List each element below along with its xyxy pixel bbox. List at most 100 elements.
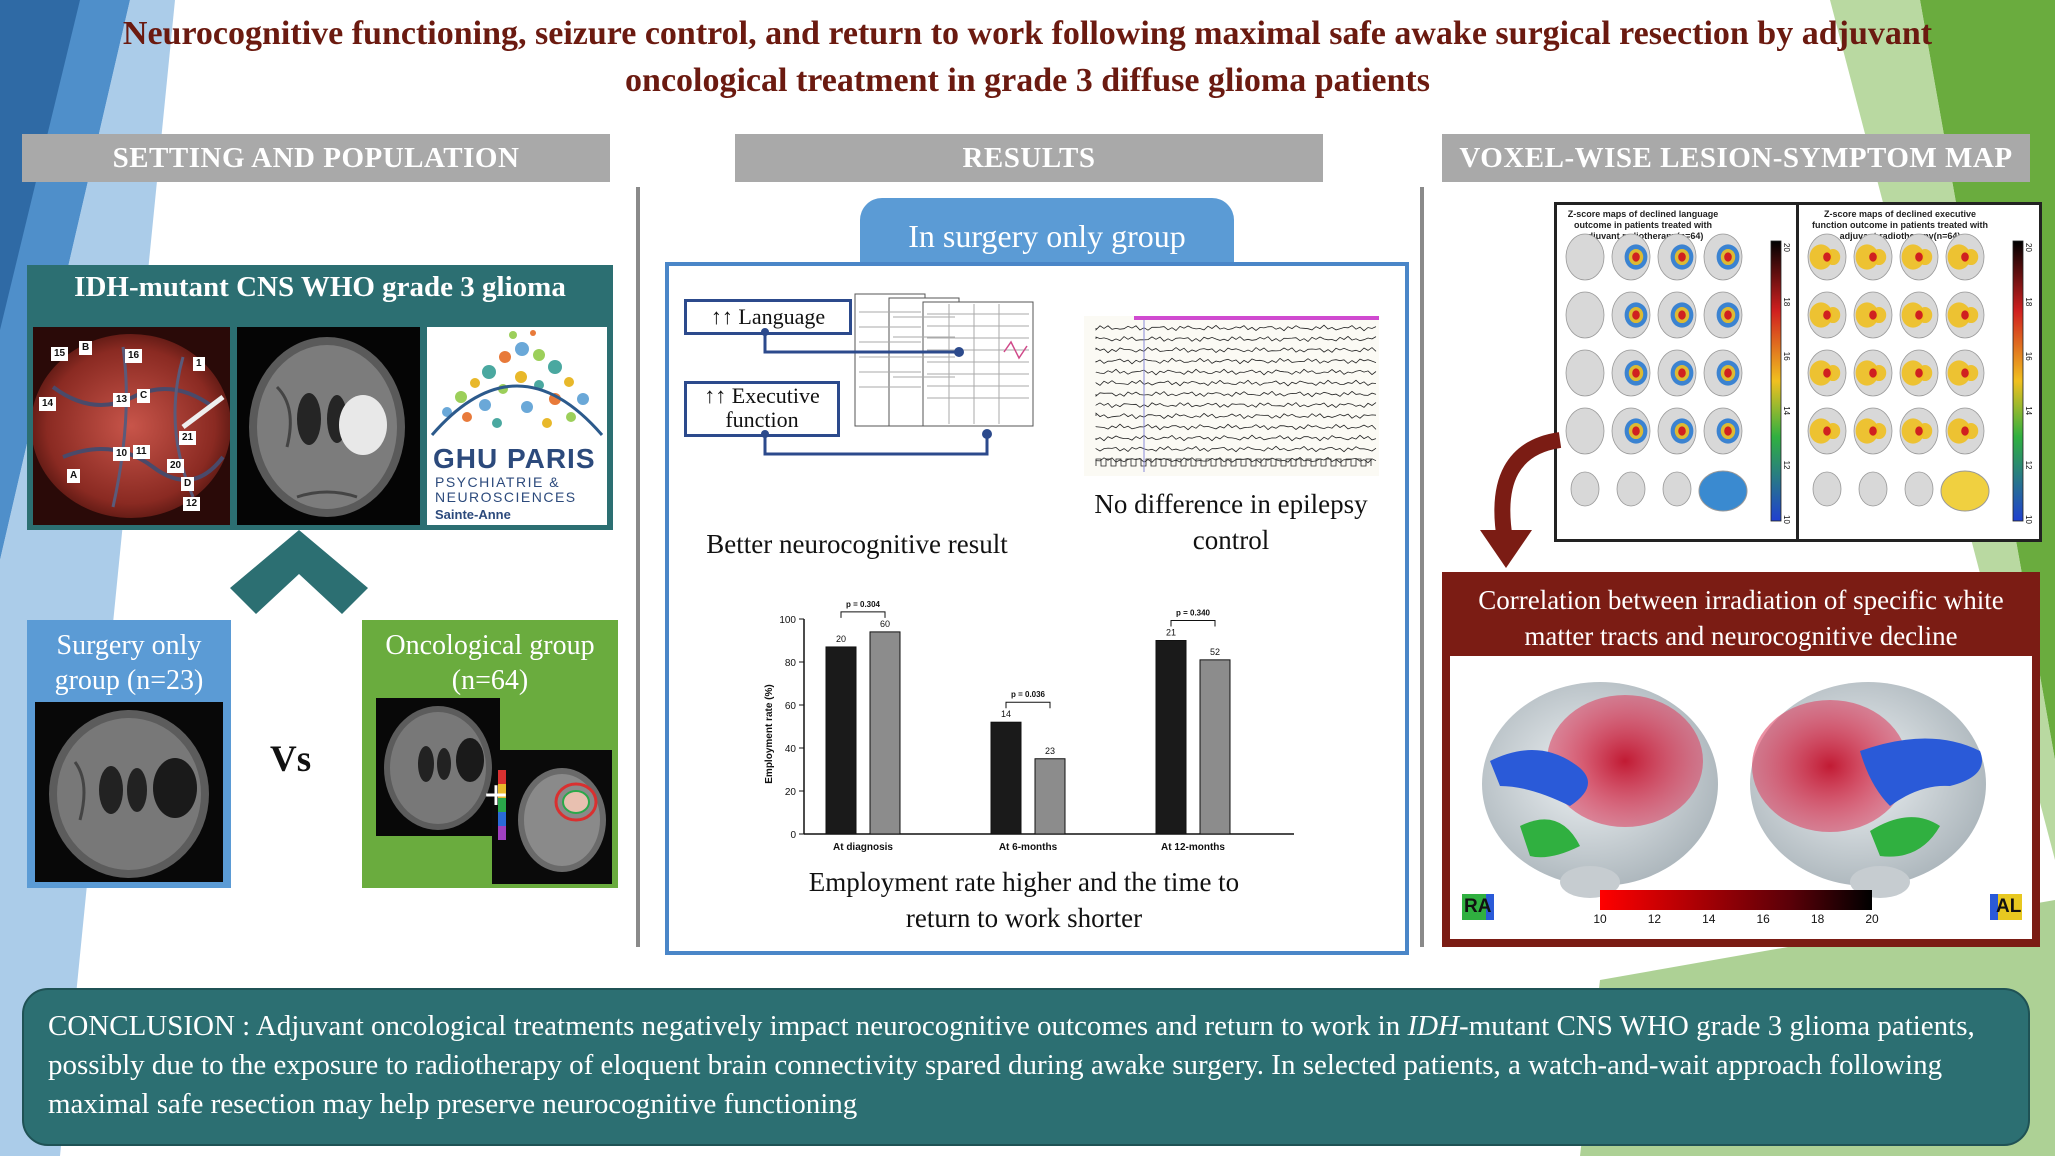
p-value-label: p = 0.036 bbox=[1011, 690, 1046, 699]
plus-sign-icon: + bbox=[484, 773, 508, 819]
mri-axial-preop bbox=[237, 327, 420, 525]
correlation-scale-tick: 18 bbox=[1810, 912, 1825, 926]
results-panel: ↑↑ Language ↑↑ Executive function Better… bbox=[665, 262, 1409, 955]
correlation-scale-tick: 20 bbox=[1865, 912, 1879, 926]
bar-count-label: 60 bbox=[880, 619, 890, 629]
bar bbox=[1155, 640, 1187, 835]
language-label: ↑↑ Language bbox=[684, 299, 852, 335]
y-tick-label: 0 bbox=[790, 830, 796, 841]
bar bbox=[825, 646, 857, 835]
split-arrow-icon bbox=[230, 530, 368, 614]
column-divider-right bbox=[1420, 187, 1424, 947]
executive-zscore-map: Z-score maps of declined executive funct… bbox=[1796, 202, 2042, 542]
correlation-scale-tick: 16 bbox=[1756, 912, 1770, 926]
map-scale-tick: 18 bbox=[1782, 297, 1791, 306]
map-scale-tick: 14 bbox=[1782, 406, 1791, 415]
epilepsy-caption: No difference in epilepsy control bbox=[1094, 489, 1368, 555]
neuro-test-sheets bbox=[854, 293, 1034, 427]
electrode-tag: 1 bbox=[193, 357, 205, 371]
y-tick-label: 100 bbox=[779, 615, 796, 626]
bar-count-label: 21 bbox=[1166, 628, 1176, 638]
map-scale-tick: 12 bbox=[1782, 461, 1791, 470]
y-tick-label: 40 bbox=[785, 744, 797, 755]
bar-count-label: 23 bbox=[1045, 746, 1055, 756]
y-tick-label: 80 bbox=[785, 658, 797, 669]
correlation-scale-tick: 12 bbox=[1647, 912, 1662, 926]
conclusion-box: CONCLUSION : Adjuvant oncological treatm… bbox=[22, 988, 2030, 1146]
p-value-label: p = 0.304 bbox=[846, 600, 881, 609]
electrode-tag: A bbox=[67, 469, 81, 483]
section-header-results: RESULTS bbox=[735, 134, 1323, 182]
correlation-title: Correlation between irradiation of speci… bbox=[1478, 585, 2004, 651]
map-scale-tick: 20 bbox=[1782, 243, 1791, 252]
category-label: At 12-months bbox=[1161, 842, 1225, 853]
map-scale-tick: 10 bbox=[2024, 515, 2033, 524]
category-label: At diagnosis bbox=[833, 842, 893, 853]
electrode-tag: 16 bbox=[125, 349, 143, 363]
poster-title: Neurocognitive functioning, seizure cont… bbox=[122, 15, 1933, 99]
employment-chart: 0 20 40 60 80 100 20 60 p = 0.304 At diagnosis 14… bbox=[764, 600, 1294, 853]
radiotherapy-plan-image bbox=[492, 750, 612, 884]
map-scale-tick: 16 bbox=[1782, 352, 1791, 361]
correlation-scale-tick: 10 bbox=[1593, 912, 1607, 926]
mri-oncological-postop bbox=[376, 698, 500, 836]
oncological-group-box: Oncological group (n=64) + bbox=[362, 620, 618, 888]
electrode-tag: 21 bbox=[179, 431, 197, 445]
section-header-setting: SETTING AND POPULATION bbox=[22, 134, 610, 182]
map-scale-tick: 12 bbox=[2024, 461, 2033, 470]
logo-line2: PSYCHIATRIE & bbox=[435, 474, 561, 490]
orient-label-left: RA bbox=[1464, 896, 1492, 917]
surgery-group-box: Surgery only group (n=23) bbox=[27, 620, 231, 888]
curved-arrow-icon bbox=[1480, 432, 1562, 568]
bar bbox=[869, 631, 901, 835]
conclusion-text-start: CONCLUSION : Adjuvant oncological treatm… bbox=[48, 1010, 1408, 1042]
connector-lines bbox=[761, 328, 992, 456]
bar bbox=[1199, 659, 1231, 835]
employment-caption: Employment rate higher and the time to r… bbox=[808, 867, 1240, 933]
bar-count-label: 20 bbox=[836, 634, 846, 644]
bar bbox=[1034, 758, 1066, 835]
logo-line4: Sainte-Anne bbox=[435, 507, 511, 522]
language-zscore-map: Z-score maps of declined language outcom… bbox=[1554, 202, 1800, 542]
y-tick-label: 60 bbox=[785, 701, 797, 712]
executive-label: ↑↑ Executive function bbox=[684, 381, 840, 437]
conclusion-idh: IDH bbox=[1407, 1010, 1460, 1042]
map-scale-tick: 16 bbox=[2024, 352, 2033, 361]
electrode-tag: 11 bbox=[133, 445, 150, 459]
conclusion-text-end: -mutant CNS WHO grade 3 glioma patients,… bbox=[48, 1010, 1975, 1120]
category-label: At 6-months bbox=[999, 842, 1058, 853]
column-divider-left bbox=[636, 187, 640, 947]
bar-count-label: 14 bbox=[1001, 709, 1011, 719]
orient-label-right: AL bbox=[1996, 896, 2022, 917]
population-header: IDH-mutant CNS WHO grade 3 glioma bbox=[74, 271, 566, 303]
surgery-only-tab: In surgery only group bbox=[860, 198, 1234, 266]
electrode-tag: 14 bbox=[39, 397, 57, 411]
map-scale-tick: 18 bbox=[2024, 297, 2033, 306]
ghu-paris-logo: GHU PARIS PSYCHIATRIE & NEUROSCIENCES Sa… bbox=[427, 327, 607, 525]
electrode-tag: B bbox=[79, 341, 93, 355]
chart-ylabel: Employment rate (%) bbox=[764, 684, 775, 783]
electrode-tag: 12 bbox=[183, 497, 201, 511]
map-scale-tick: 20 bbox=[2024, 243, 2033, 252]
p-value-label: p = 0.340 bbox=[1176, 609, 1211, 618]
oncological-group-label: Oncological group (n=64) bbox=[385, 630, 595, 696]
electrode-tag: 13 bbox=[113, 393, 131, 407]
language-map-title: Z-score maps of declined language outcom… bbox=[1567, 209, 1719, 241]
section-header-map: VOXEL-WISE LESION-SYMPTOM MAP bbox=[1442, 134, 2030, 182]
eeg-trace bbox=[1084, 316, 1379, 476]
bar-count-label: 52 bbox=[1210, 647, 1220, 657]
neuro-caption: Better neurocognitive result bbox=[706, 529, 1008, 559]
logo-line1: GHU PARIS bbox=[433, 443, 596, 474]
y-tick-label: 20 bbox=[785, 787, 797, 798]
executive-map-title: Z-score maps of declined executive funct… bbox=[1811, 209, 1988, 241]
electrode-tag: C bbox=[137, 389, 151, 403]
map-scale-tick: 14 bbox=[2024, 406, 2033, 415]
surgery-group-label: Surgery only group (n=23) bbox=[54, 630, 204, 696]
versus-label: Vs bbox=[270, 739, 312, 780]
map-scale-tick: 10 bbox=[1782, 515, 1791, 524]
bar bbox=[990, 721, 1022, 835]
mri-surgery-postop bbox=[35, 702, 223, 882]
electrode-tag: 10 bbox=[113, 447, 131, 461]
